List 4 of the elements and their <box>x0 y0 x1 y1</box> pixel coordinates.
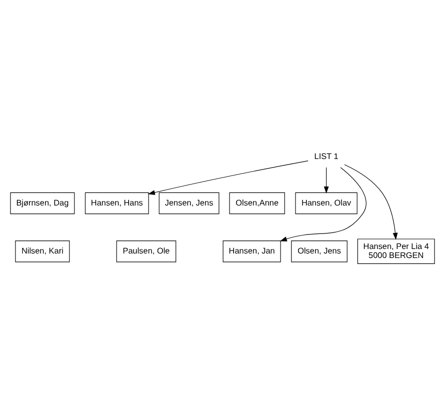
arrow <box>324 166 329 194</box>
arrow <box>344 164 398 240</box>
arrow <box>148 160 308 194</box>
arrow <box>280 166 366 241</box>
